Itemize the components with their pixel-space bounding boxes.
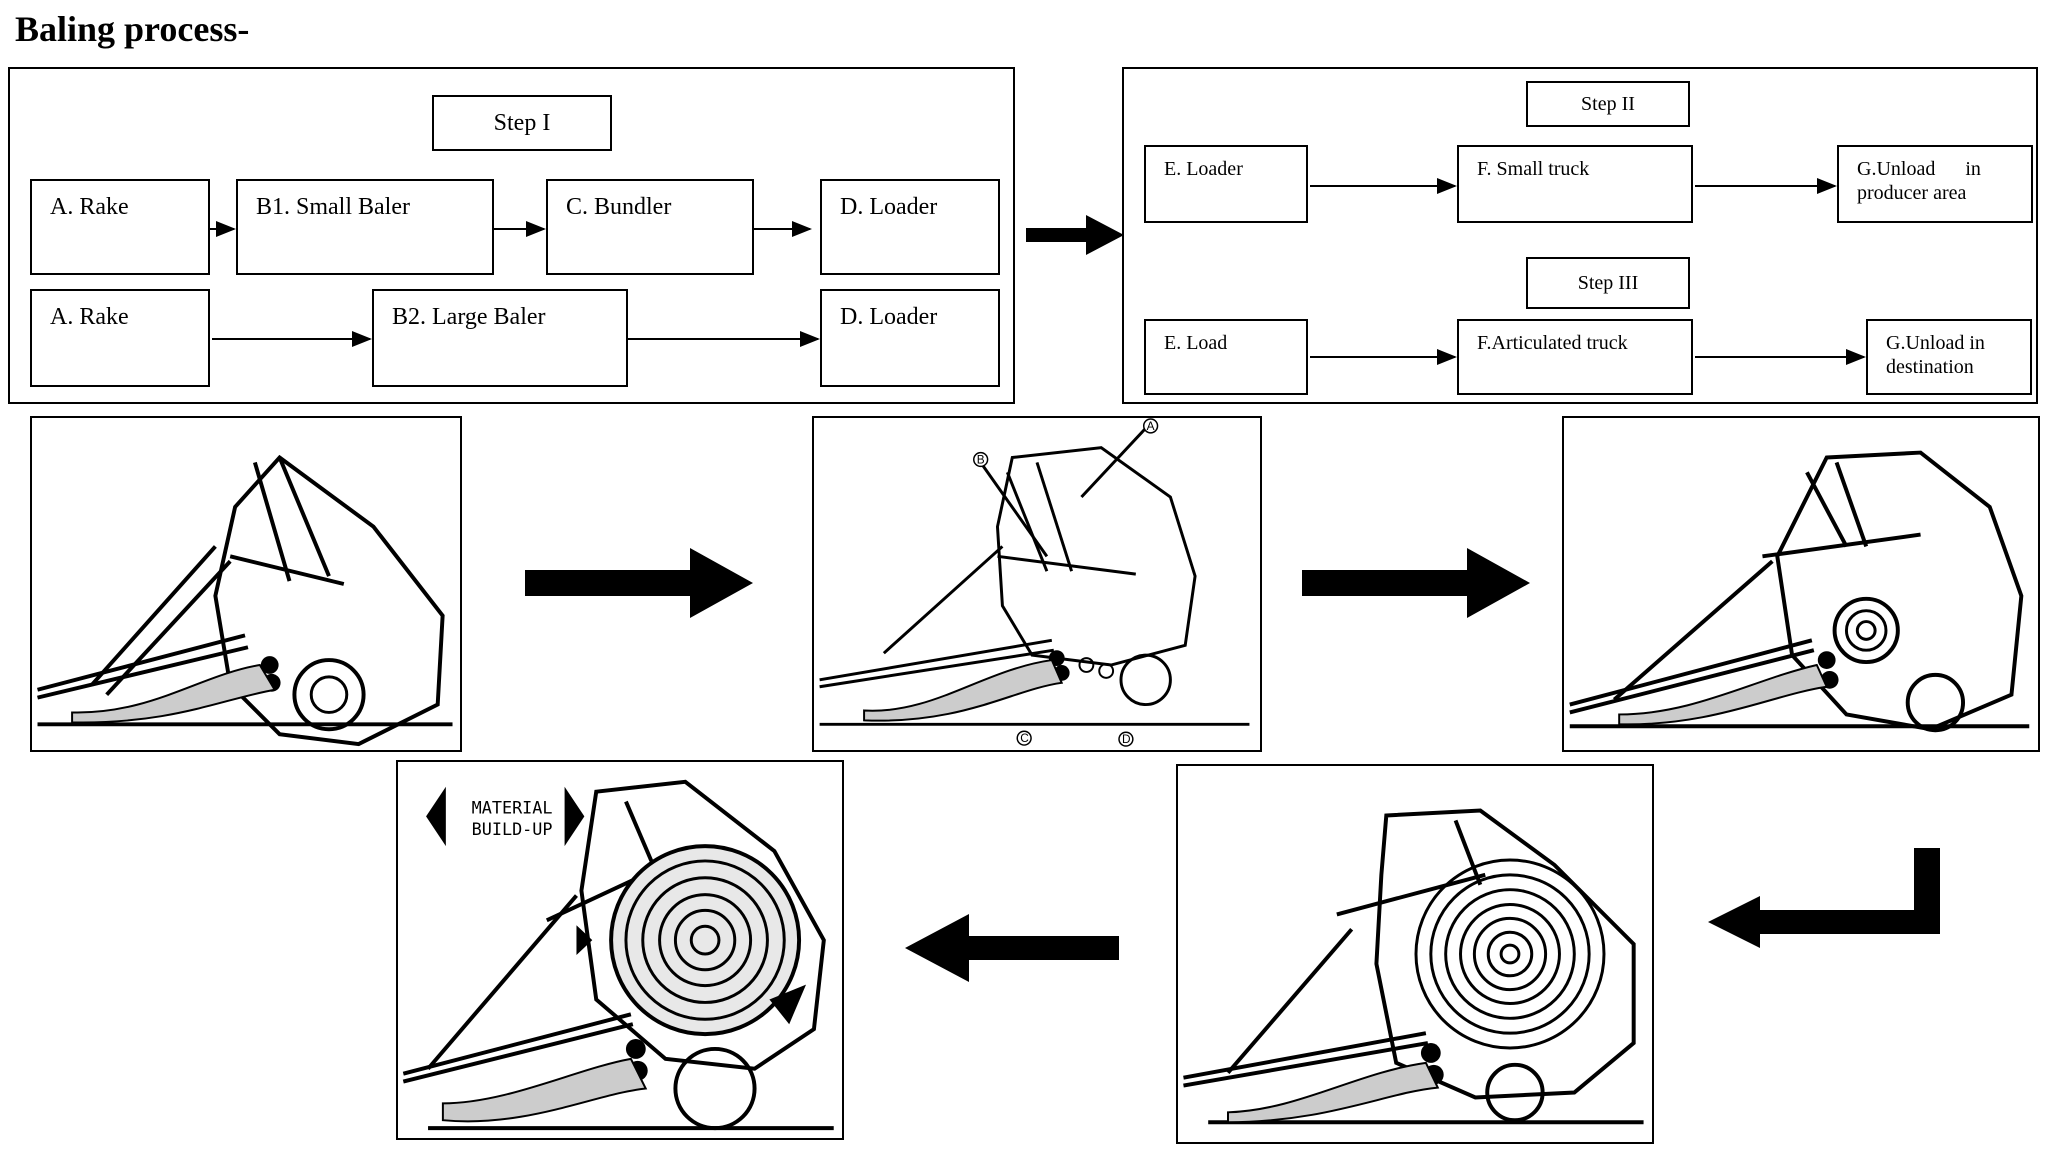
flow-box-loader-1: D. Loader [820, 179, 1000, 275]
material-label-line1: MATERIAL [472, 797, 553, 817]
step-2-label: Step II [1526, 81, 1690, 127]
flow-box-small-truck: F. Small truck [1457, 145, 1693, 223]
callout-a: A [1147, 419, 1155, 433]
unload-destination-line1: G.Unload in [1886, 332, 1985, 354]
step-1-label: Step I [432, 95, 612, 151]
flow-box-large-baler: B2. Large Baler [372, 289, 628, 387]
unload-producer-line1: G.Unload in [1857, 158, 1981, 180]
flow-box-bundler: C. Bundler [546, 179, 754, 275]
baler-stage-5-illustration: MATERIAL BUILD-UP [396, 760, 844, 1140]
callout-d: D [1122, 732, 1131, 746]
flow-box-small-baler: B1. Small Baler [236, 179, 494, 275]
flow-box-rake-2: A. Rake [30, 289, 210, 387]
unload-destination-line2: destination [1886, 356, 1974, 378]
step-1-connectors [210, 221, 820, 347]
flow-box-load-e: E. Load [1144, 319, 1308, 395]
flow-box-unload-destination: G.Unload in destination [1866, 319, 2032, 395]
step-1-panel: Step I A. Rake B1. Small Baler C. Bundle… [8, 67, 1015, 404]
return-arrow-icon [1708, 848, 1940, 948]
flow-box-rake-1: A. Rake [30, 179, 210, 275]
baler-stage-3-illustration [1562, 416, 2040, 752]
block-arrow-icon [905, 914, 1119, 982]
step-3-label: Step III [1526, 257, 1690, 309]
block-arrow-icon [1302, 548, 1530, 618]
flow-box-loader-2: D. Loader [820, 289, 1000, 387]
baler-stage-4-illustration [1176, 764, 1654, 1144]
step-2-3-panel: Step II E. Loader F. Small truck G.Unloa… [1122, 67, 2038, 404]
flow-box-articulated-truck: F.Articulated truck [1457, 319, 1693, 395]
block-arrow-icon [1026, 215, 1124, 255]
right-arrow-icon [564, 786, 585, 847]
flow-box-unload-producer: G.Unload in producer area [1837, 145, 2033, 223]
block-arrow-icon [525, 548, 753, 618]
flow-box-loader-e: E. Loader [1144, 145, 1308, 223]
page-title: Baling process- [15, 9, 250, 49]
left-arrow-icon [426, 786, 446, 847]
step-2-3-connectors [1310, 178, 1866, 365]
baler-stage-2-illustration: A B C D [812, 416, 1262, 752]
material-label-line2: BUILD-UP [472, 819, 553, 839]
baler-stage-1-illustration [30, 416, 462, 752]
callout-b: B [977, 452, 985, 466]
unload-producer-line2: producer area [1857, 182, 1967, 204]
callout-c: C [1020, 731, 1029, 745]
